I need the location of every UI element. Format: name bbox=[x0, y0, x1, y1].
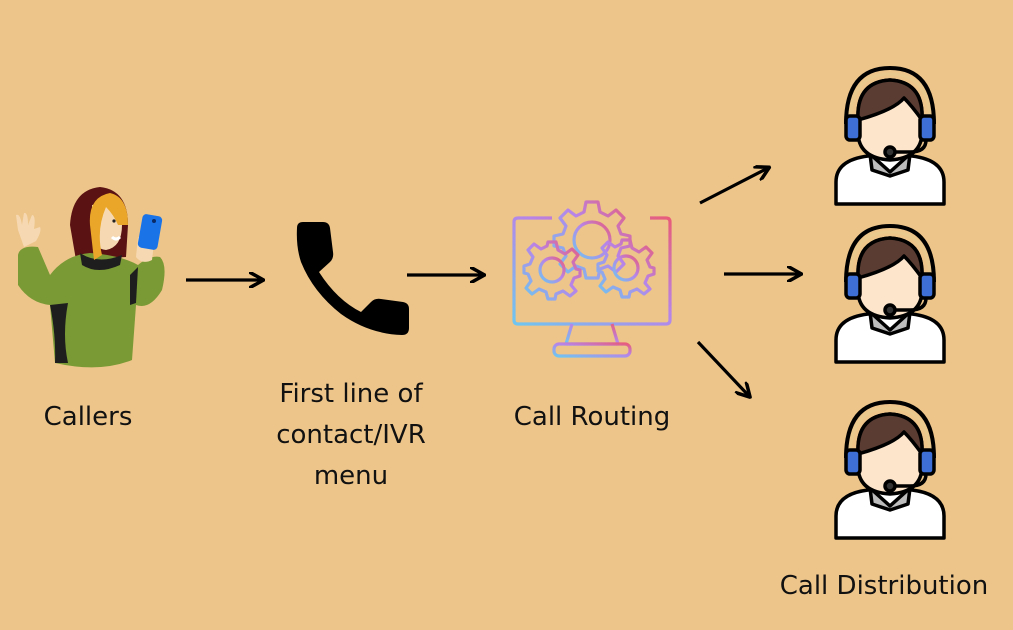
call-center-agent-icon bbox=[834, 400, 946, 540]
callers-label: Callers bbox=[43, 402, 133, 432]
call-center-agent-icon bbox=[834, 224, 946, 364]
ivr-label-line-2: contact/IVR bbox=[276, 420, 426, 450]
call-distribution-label: Call Distribution bbox=[779, 571, 989, 601]
arrow-5 bbox=[696, 340, 749, 396]
ivr-label-line-1: First line of bbox=[279, 379, 423, 409]
call-center-agent-icon bbox=[834, 66, 946, 206]
ivr-label: First line of contact/IVR menu bbox=[246, 374, 456, 497]
monitor-gears-icon bbox=[512, 200, 672, 358]
arrow-3 bbox=[699, 168, 768, 205]
ivr-label-line-3: menu bbox=[313, 461, 389, 491]
woman-with-phone-icon bbox=[16, 187, 165, 368]
phone-handset-icon bbox=[296, 222, 409, 335]
call-routing-label: Call Routing bbox=[513, 402, 671, 432]
